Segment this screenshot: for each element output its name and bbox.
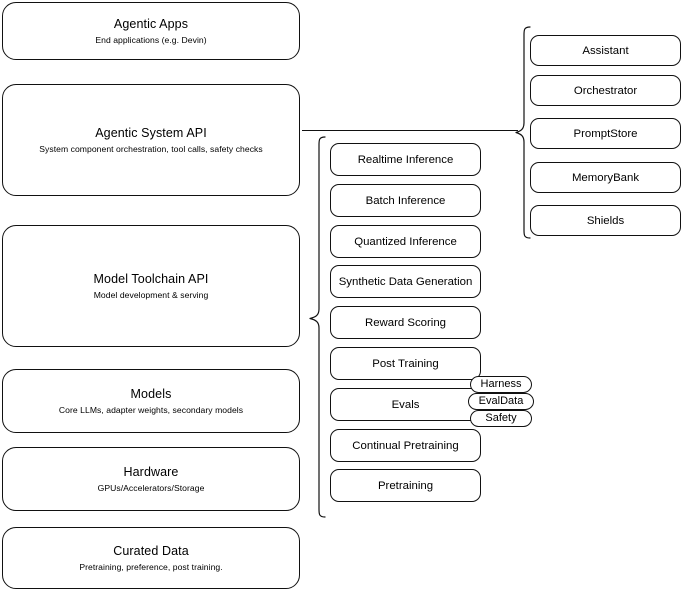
evals-subcomponent-evaldata[interactable]: EvalData	[468, 393, 534, 410]
component-promptstore[interactable]: PromptStore	[530, 118, 681, 149]
component-label: Synthetic Data Generation	[338, 275, 473, 288]
layer-subtitle: Pretraining, preference, post training.	[79, 561, 223, 572]
component-label: Realtime Inference	[357, 153, 454, 166]
component-memorybank[interactable]: MemoryBank	[530, 162, 681, 193]
layer-agentic-apps[interactable]: Agentic Apps End applications (e.g. Devi…	[2, 2, 300, 60]
component-label: MemoryBank	[571, 171, 640, 184]
component-label: Orchestrator	[573, 84, 638, 97]
layer-subtitle: End applications (e.g. Devin)	[95, 34, 207, 45]
layer-model-toolchain-api[interactable]: Model Toolchain API Model development & …	[2, 225, 300, 347]
evals-subcomponent-harness[interactable]: Harness	[470, 376, 532, 393]
layer-title: Model Toolchain API	[93, 271, 209, 286]
brace-toolchain-components	[309, 136, 326, 518]
layer-title: Curated Data	[113, 543, 189, 558]
component-continual-pretraining[interactable]: Continual Pretraining	[330, 429, 481, 462]
component-label: Post Training	[372, 357, 439, 370]
component-label: Continual Pretraining	[352, 439, 459, 452]
component-shields[interactable]: Shields	[530, 205, 681, 236]
component-label: Batch Inference	[365, 194, 446, 207]
component-synthetic-data-generation[interactable]: Synthetic Data Generation	[330, 265, 481, 298]
layer-curated-data[interactable]: Curated Data Pretraining, preference, po…	[2, 527, 300, 589]
component-realtime-inference[interactable]: Realtime Inference	[330, 143, 481, 176]
component-label: Shields	[586, 214, 625, 227]
layer-title: Hardware	[123, 464, 179, 479]
component-label: Reward Scoring	[364, 316, 447, 329]
layer-title: Agentic System API	[95, 125, 207, 140]
component-assistant[interactable]: Assistant	[530, 35, 681, 66]
component-label: Assistant	[582, 44, 629, 57]
component-batch-inference[interactable]: Batch Inference	[330, 184, 481, 217]
layer-agentic-system-api[interactable]: Agentic System API System component orch…	[2, 84, 300, 196]
layer-subtitle: GPUs/Accelerators/Storage	[97, 482, 205, 493]
layer-hardware[interactable]: Hardware GPUs/Accelerators/Storage	[2, 447, 300, 511]
layer-title: Models	[130, 386, 172, 401]
component-post-training[interactable]: Post Training	[330, 347, 481, 380]
component-reward-scoring[interactable]: Reward Scoring	[330, 306, 481, 339]
layer-subtitle: Model development & serving	[93, 289, 209, 300]
component-quantized-inference[interactable]: Quantized Inference	[330, 225, 481, 258]
component-label: PromptStore	[573, 127, 638, 140]
component-label: Evals	[391, 398, 420, 411]
evals-subcomponent-safety[interactable]: Safety	[470, 410, 532, 427]
connector-agentic-system-to-components	[302, 130, 518, 132]
layer-subtitle: Core LLMs, adapter weights, secondary mo…	[58, 404, 244, 415]
component-orchestrator[interactable]: Orchestrator	[530, 75, 681, 106]
component-pretraining[interactable]: Pretraining	[330, 469, 481, 502]
layer-models[interactable]: Models Core LLMs, adapter weights, secon…	[2, 369, 300, 433]
component-label: Pretraining	[377, 479, 434, 492]
layer-subtitle: System component orchestration, tool cal…	[39, 143, 263, 154]
layer-title: Agentic Apps	[113, 16, 189, 31]
component-label: Quantized Inference	[354, 235, 457, 248]
component-evals[interactable]: Evals	[330, 388, 481, 421]
